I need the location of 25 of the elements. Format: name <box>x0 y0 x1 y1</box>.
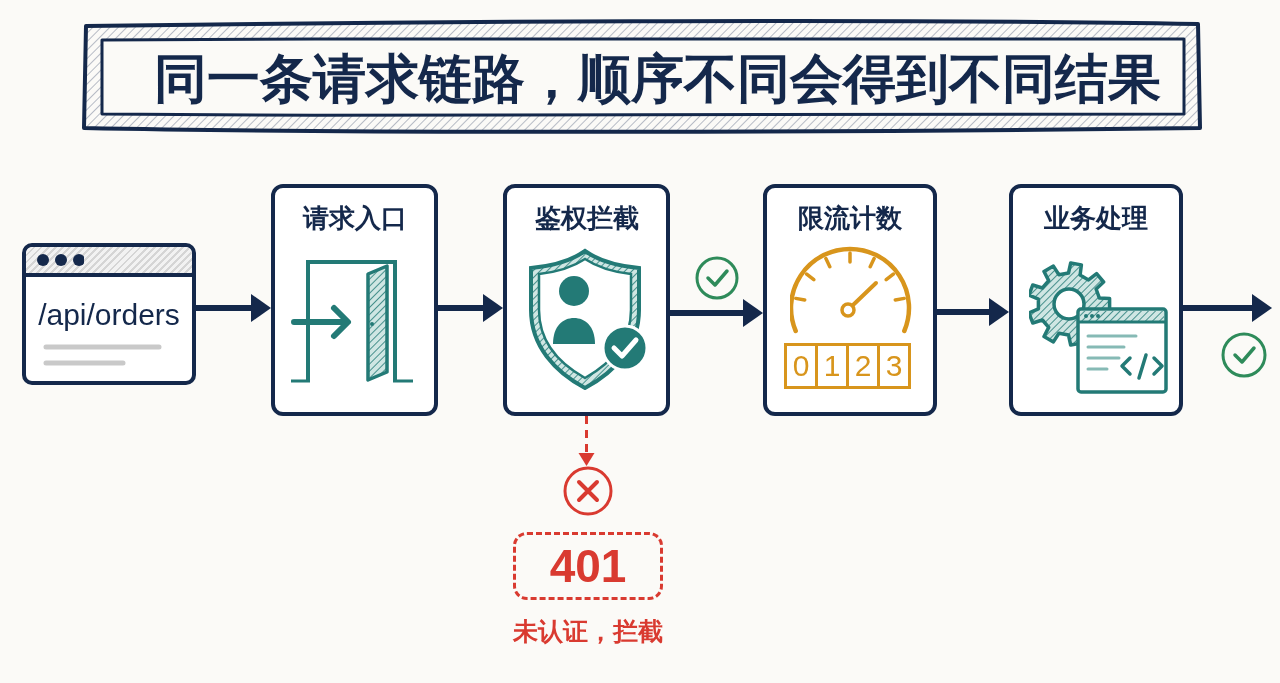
counter-digit: 0 <box>784 343 818 389</box>
arrow <box>667 299 763 327</box>
browser-window <box>22 243 196 385</box>
counter-digit: 2 <box>846 343 880 389</box>
status-note: 未认证，拦截 <box>513 616 663 648</box>
step-card <box>271 184 438 416</box>
counter-digit: 1 <box>815 343 849 389</box>
step-title: 请求入口 <box>302 202 407 234</box>
x-circle-icon <box>563 466 613 516</box>
step-card <box>1009 184 1183 416</box>
step-card <box>763 184 937 416</box>
step-title: 业务处理 <box>1044 202 1148 234</box>
url-path: /api/orders <box>38 297 180 333</box>
arrow <box>435 294 503 322</box>
step-title: 鉴权拦截 <box>534 202 639 234</box>
status-code: 401 <box>549 541 627 591</box>
counter-digit: 3 <box>877 343 911 389</box>
dashed-status-box <box>513 532 663 600</box>
arrow <box>934 298 1009 326</box>
step-title: 限流计数 <box>798 202 902 234</box>
step-card <box>503 184 670 416</box>
dashed-arrow <box>578 416 595 466</box>
arrow <box>1180 294 1272 322</box>
title: 同一条请求链路，顺序不同会得到不同结果 <box>153 49 1161 109</box>
arrow <box>193 294 271 322</box>
